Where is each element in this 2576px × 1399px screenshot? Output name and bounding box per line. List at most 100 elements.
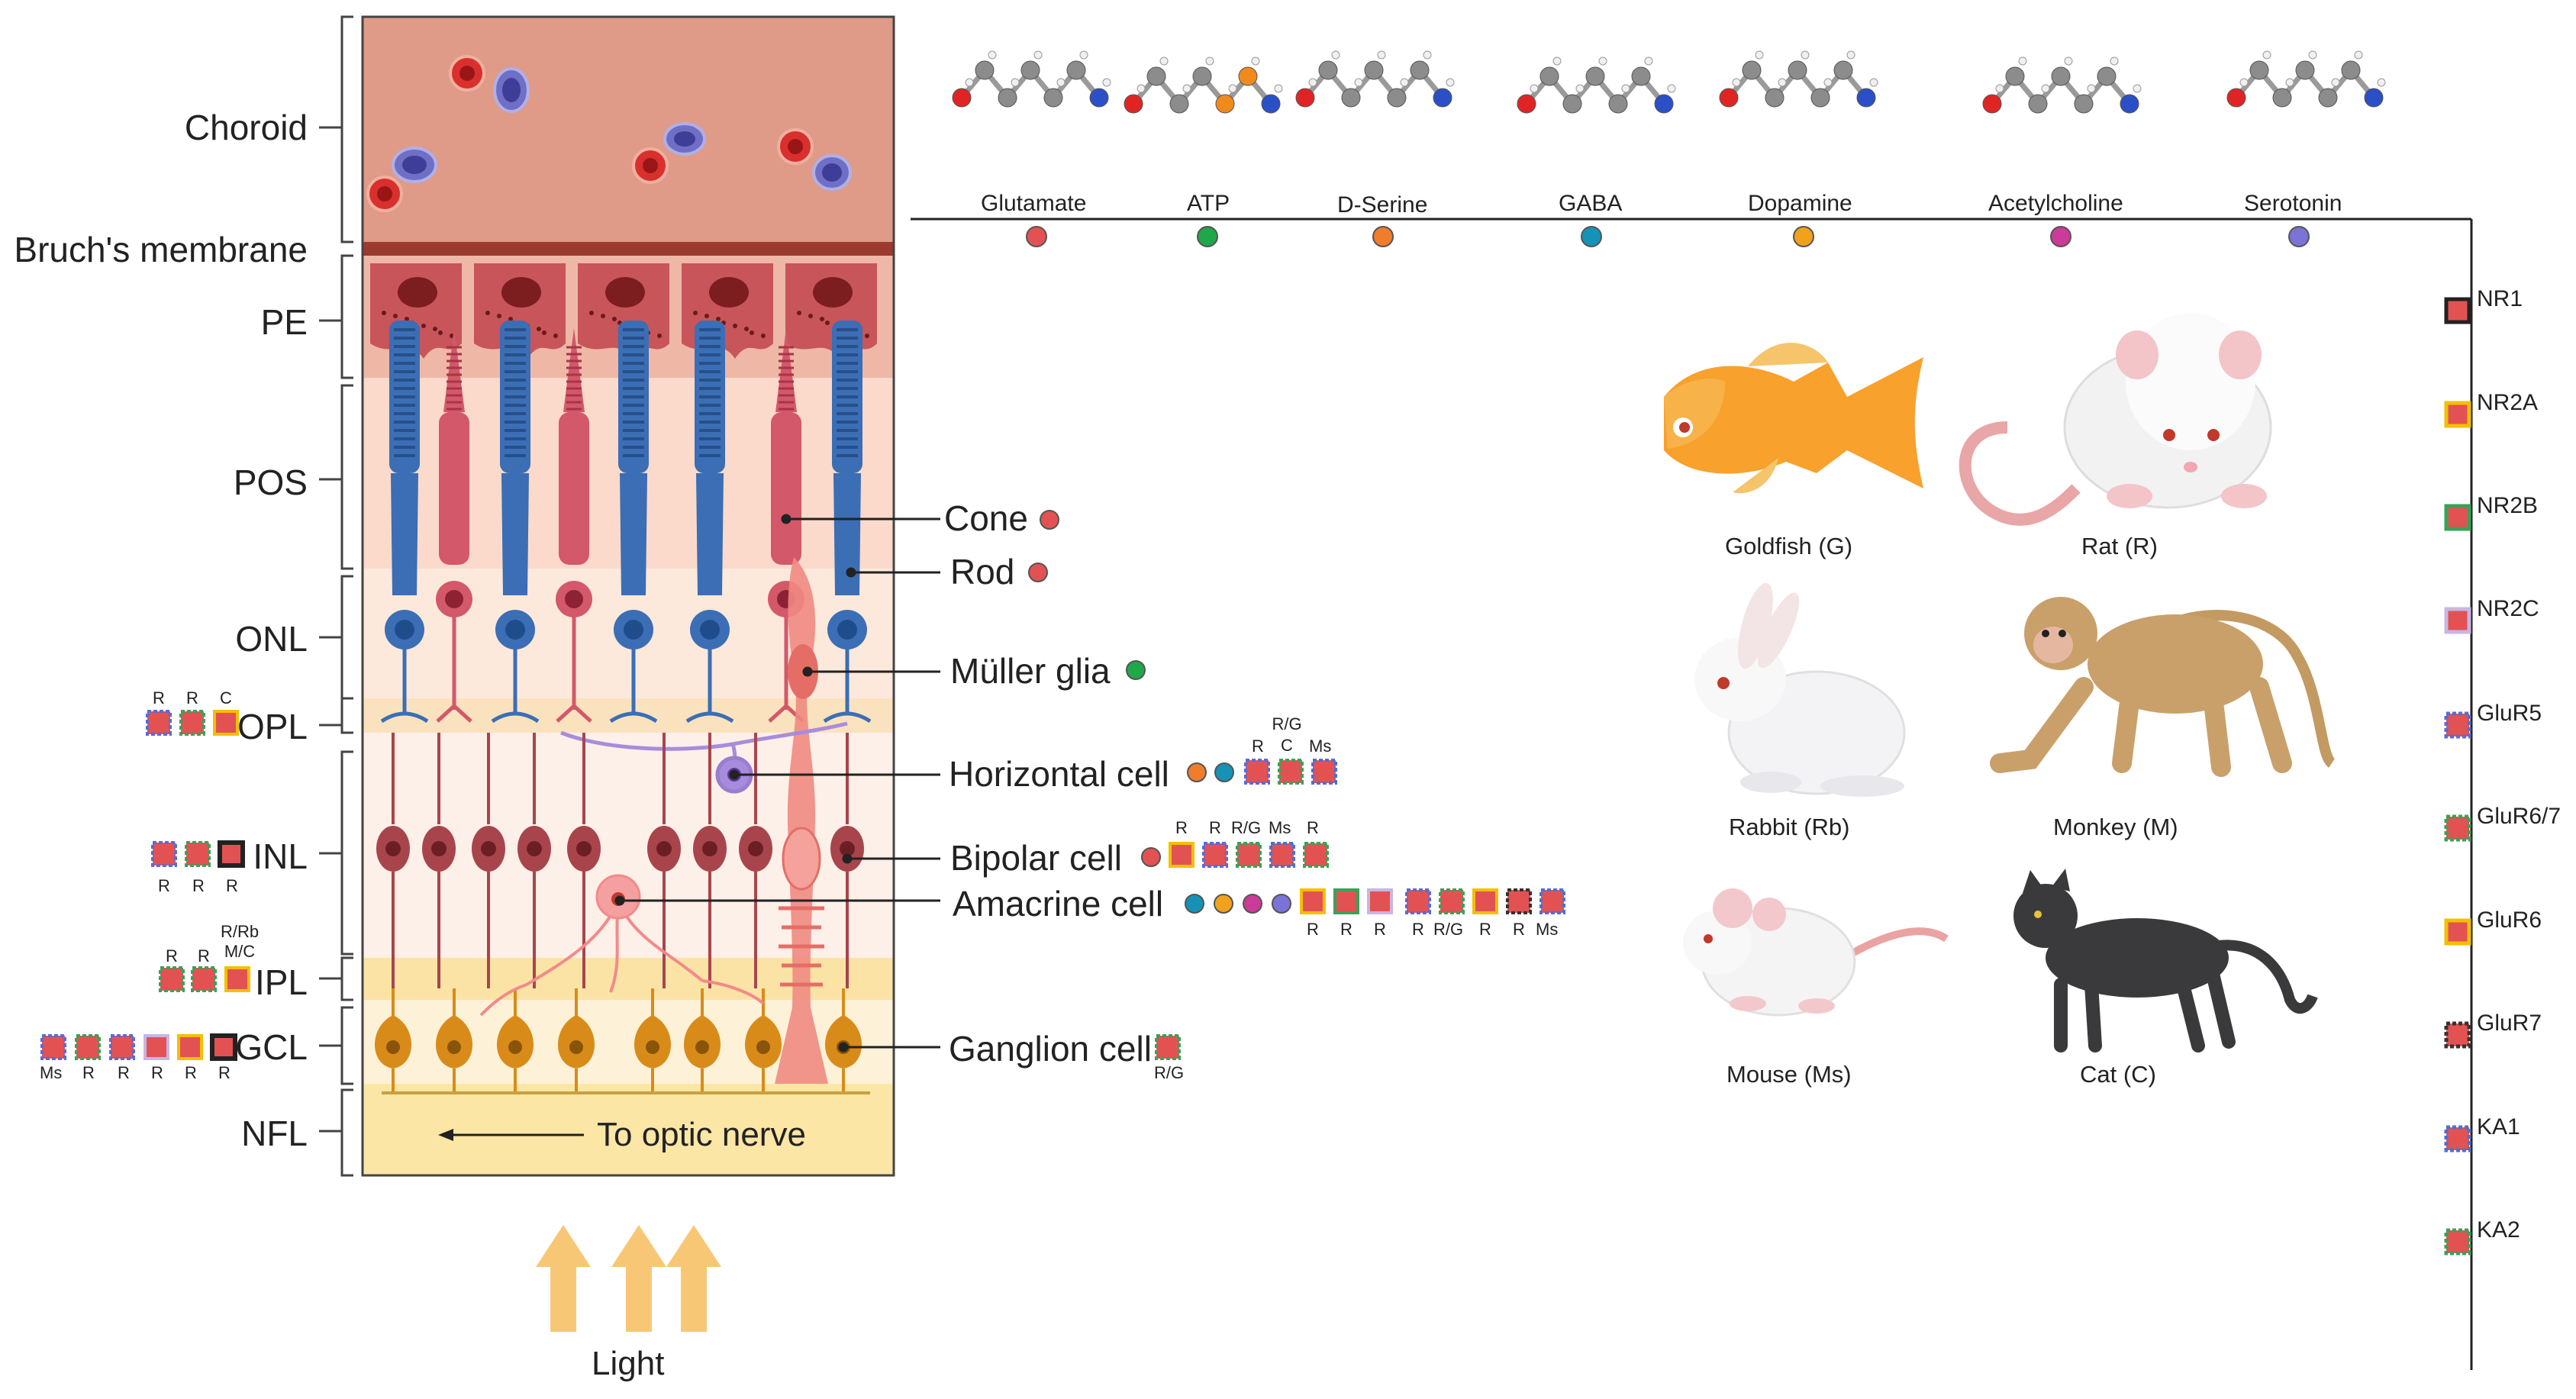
molecule-atom: [1517, 94, 1536, 114]
molecule-atom: [2318, 88, 2338, 108]
pe-nucleus: [709, 277, 749, 308]
rod-terminal: [491, 711, 540, 724]
molecule-hydrogen: [1354, 78, 1363, 87]
layer-bracket: [340, 15, 353, 243]
pe-nucleus: [501, 277, 541, 308]
molecule-atom: [2028, 94, 2048, 114]
molecule-hydrogen: [1377, 50, 1386, 60]
bipolar-badge: [1202, 842, 1228, 868]
amacrine-dot: [1243, 894, 1262, 914]
layer-label-opl: OPL: [237, 707, 308, 746]
receptor-label-nr2a: NR2A: [2477, 390, 2539, 415]
molecule-atom: [1341, 88, 1361, 108]
amacrine-badge: [1539, 888, 1565, 914]
molecule-atom: [1631, 66, 1651, 86]
molecule-atom: [1169, 94, 1189, 114]
species-label-rabbit: Rabbit (Rb): [1729, 814, 1850, 840]
molecule-hydrogen: [1274, 84, 1283, 93]
gcl-badge: [75, 1034, 101, 1060]
molecule-hydrogen: [1530, 84, 1539, 93]
molecule-hydrogen: [1667, 84, 1676, 93]
ganglion-nucleus: [756, 1040, 770, 1054]
molecule-hydrogen: [2331, 78, 2340, 87]
rod-terminal: [685, 711, 734, 724]
horizontal-tag-2: R/G C: [1272, 714, 1302, 755]
bipolar-nucleus: [702, 841, 717, 856]
pe-granule: [382, 311, 386, 315]
molecule-atom: [1810, 88, 1830, 108]
molecule-atom: [1982, 94, 2002, 114]
molecule-hydrogen: [2377, 78, 2386, 87]
molecule-atom: [2051, 66, 2071, 86]
rod-inner-segment: [833, 473, 861, 595]
ganglion-nucleus: [646, 1040, 659, 1054]
pe-granule: [421, 324, 426, 328]
amacrine-dot: [1272, 894, 1291, 914]
receptor-label-ka2: KA2: [2477, 1217, 2520, 1243]
bipolar-badge: [1303, 842, 1329, 868]
molecule-hydrogen: [1575, 84, 1585, 93]
horizontal-tag-3: Ms: [1309, 737, 1332, 756]
cone-outer-segment: [443, 328, 465, 412]
horizontal-badge: [1278, 759, 1304, 785]
bipolar-tag-5: R: [1307, 818, 1319, 837]
molecule-hydrogen: [1251, 56, 1260, 66]
molecule-atom: [2120, 94, 2139, 114]
rod-inner-segment: [696, 473, 724, 595]
gcl-badge: [109, 1034, 135, 1060]
cone-nucleus: [445, 590, 463, 608]
cell-leader-lines: [614, 514, 940, 1052]
molecule-atom: [2097, 66, 2117, 86]
inl-badge: [151, 841, 177, 867]
gcl-tag-2: R: [82, 1063, 95, 1082]
horizontal-dot-gaba: [1214, 762, 1234, 782]
layer-bracket: [340, 384, 353, 570]
layer-label-ipl: IPL: [254, 962, 308, 1002]
molecule-atom: [2074, 94, 2094, 114]
molecule-atom: [1295, 88, 1315, 108]
molecule-hydrogen: [1446, 78, 1455, 87]
pe-granule: [744, 327, 749, 331]
molecule-atom: [1856, 88, 1876, 108]
ipl-tag-1: R: [166, 946, 178, 965]
nt-dot-acetylcholine: [2050, 226, 2071, 247]
molecule-atom: [1124, 94, 1143, 114]
molecule-atom: [1585, 66, 1605, 86]
molecule-hydrogen: [1228, 84, 1237, 93]
gcl-tag-5: R: [185, 1063, 197, 1082]
molecule-hydrogen: [1823, 78, 1833, 87]
cone-inner-segment: [771, 412, 801, 565]
amacrine-dot: [1214, 894, 1233, 914]
gcl-badge: [210, 1033, 237, 1061]
molecule-hydrogen: [1423, 50, 1432, 60]
ganglion-nucleus: [569, 1040, 583, 1054]
amacrine-badge: [1472, 888, 1498, 914]
species-label-mouse: Mouse (Ms): [1726, 1061, 1852, 1088]
bipolar-nucleus: [481, 841, 496, 856]
opl-tag-2: R: [186, 688, 198, 708]
pe-nucleus: [398, 277, 437, 308]
cone-outer-segment: [563, 328, 585, 412]
pe-granule: [716, 317, 721, 321]
layer-label-choroid: Choroid: [184, 108, 308, 147]
pe-granule: [693, 311, 698, 315]
bipolar-nucleus: [431, 841, 447, 856]
pe-granule: [553, 334, 558, 338]
bipolar-nucleus: [576, 841, 592, 856]
receptor-square-glur67: [2444, 814, 2471, 842]
molecule-atom: [1089, 88, 1109, 108]
layer-bracket: [340, 750, 353, 956]
cell-label-muller-glia: Müller glia: [950, 651, 1111, 691]
molecule-atom: [1318, 60, 1338, 80]
monkey-image: [1990, 597, 2336, 777]
rod-terminal: [380, 711, 429, 724]
ganglion-badge: [1155, 1034, 1181, 1060]
amacrine-badge: [1405, 888, 1431, 914]
ipl-badge: [159, 966, 185, 992]
molecule-hydrogen: [1182, 84, 1191, 93]
bipolar-nucleus: [840, 841, 855, 856]
nt-label-atp: ATP: [1187, 191, 1230, 216]
amacrine-tag-1: R: [1307, 920, 1319, 939]
molecule-atom: [952, 88, 972, 108]
rod-dot-glutamate: [1028, 563, 1048, 582]
